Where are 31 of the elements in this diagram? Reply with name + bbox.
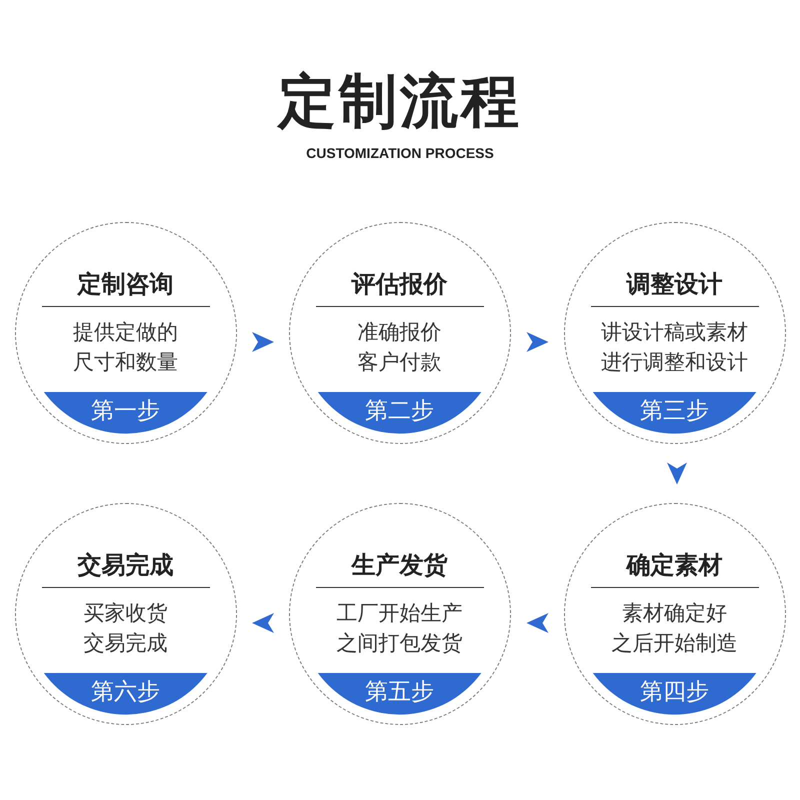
step-title: 交易完成 — [78, 550, 174, 581]
arrow — [667, 462, 687, 484]
step-circle — [15, 222, 237, 444]
page-subtitle: CUSTOMIZATION PROCESS — [306, 146, 494, 160]
step-label: 第三步 — [640, 396, 710, 425]
step-description: 工厂开始生产之间打包发货 — [336, 600, 463, 657]
step-label: 第一步 — [91, 396, 160, 425]
step-circle — [564, 222, 786, 444]
step-title: 评估报价 — [352, 270, 448, 300]
step-description: 提供定做的尺寸和数量 — [73, 320, 178, 376]
step-circle — [564, 503, 786, 725]
step-label: 第二步 — [365, 396, 434, 425]
arrow — [252, 613, 274, 633]
step-title: 生产发货 — [352, 550, 448, 581]
step-description: 准确报价客户付款 — [358, 320, 442, 376]
step-title: 调整设计 — [626, 270, 723, 300]
step-label: 第五步 — [365, 676, 434, 706]
page-title: 定制流程 — [278, 73, 522, 131]
step-description: 讲设计稿或素材进行调整和设计 — [601, 320, 748, 376]
step-circle — [289, 503, 511, 725]
step-description: 买家收货交易完成 — [84, 600, 168, 657]
step-title: 定制咨询 — [78, 270, 174, 300]
step-description: 素材确定好之后开始制造 — [612, 600, 738, 657]
arrow — [252, 332, 274, 352]
step-label: 第六步 — [91, 676, 160, 706]
step-title: 确定素材 — [626, 550, 723, 581]
arrow — [526, 613, 548, 633]
arrow — [526, 332, 548, 352]
step-circle — [289, 222, 511, 444]
step-label: 第四步 — [640, 676, 710, 706]
step-circle — [15, 503, 237, 725]
